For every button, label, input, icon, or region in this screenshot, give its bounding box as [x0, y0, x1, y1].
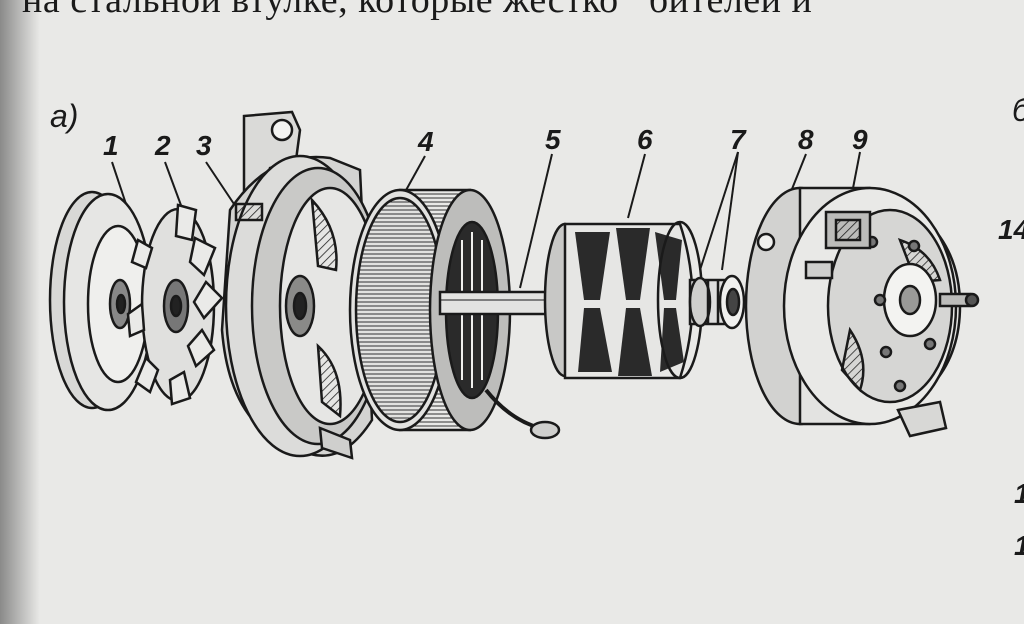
page-gutter-shadow: [0, 0, 40, 624]
label-part-6: 6: [637, 124, 653, 155]
label-part-3: 3: [196, 130, 212, 161]
part-7-slip-rings: [688, 274, 746, 330]
figure-label: а): [50, 98, 79, 134]
book-text-line: на стальной втулке, которые жестко бителе…: [22, 0, 812, 22]
label-part-4: 4: [418, 126, 434, 157]
part-4-stator: [348, 188, 561, 440]
sub-figure-label: б: [1012, 92, 1024, 129]
part-3-front-housing: [220, 110, 386, 460]
label-part-8: 8: [798, 124, 814, 155]
label-part-1: 1: [103, 130, 119, 161]
label-part-5: 5: [545, 124, 561, 155]
part-1-pulley: [48, 190, 154, 412]
label-part-9: 9: [852, 124, 868, 155]
label-part-7: 7: [730, 124, 746, 155]
edge-label-b: 1: [1014, 530, 1024, 562]
text-top-left: на стальной втулке, которые жестко: [22, 0, 619, 21]
text-top-right: бителей и: [648, 0, 813, 21]
part-6-rotor: [543, 220, 704, 380]
part-9-brush-holder: [804, 210, 872, 280]
edge-label-14: 14: [998, 214, 1024, 245]
edge-label-a: 1: [1014, 478, 1024, 510]
part-2-fan: [126, 203, 224, 406]
label-part-2: 2: [155, 130, 171, 161]
